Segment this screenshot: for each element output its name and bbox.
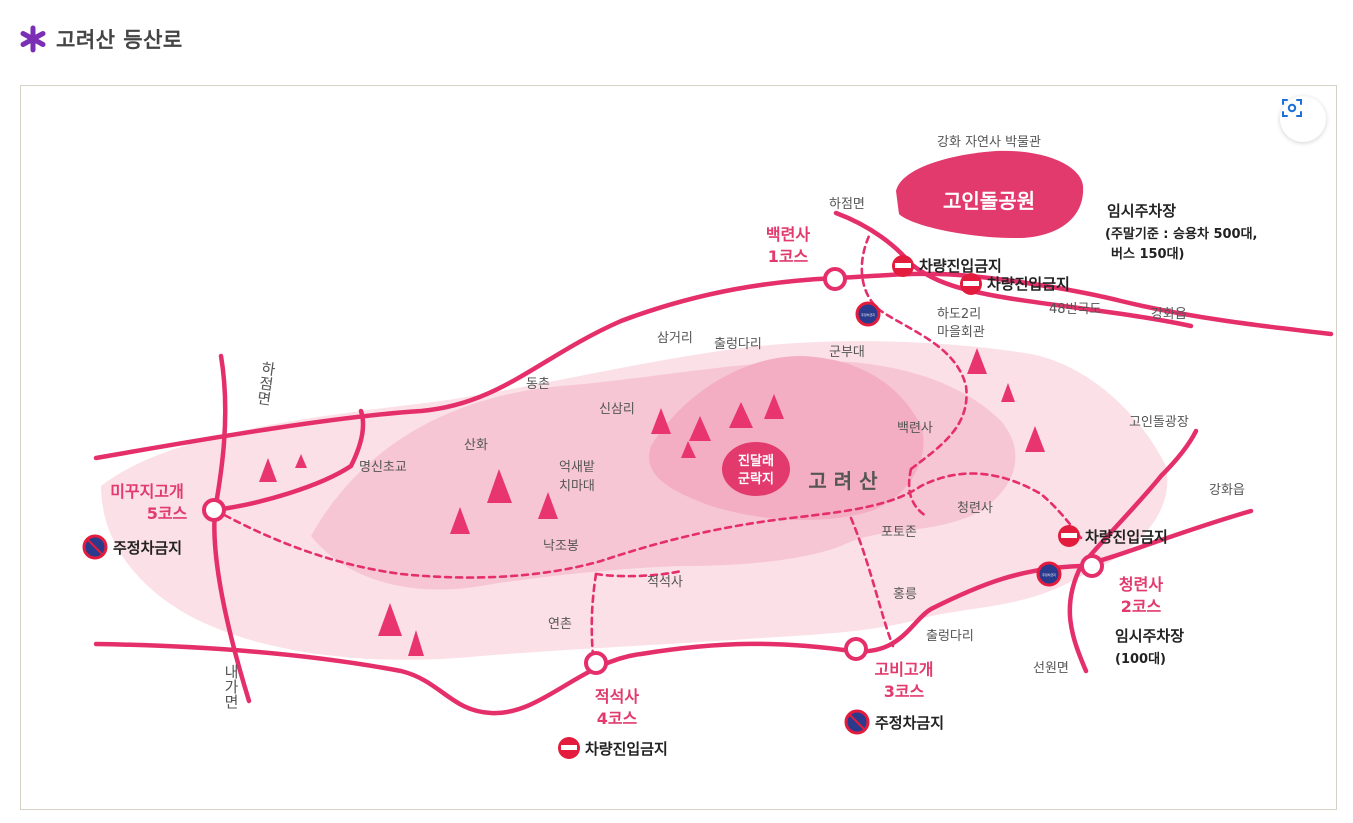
svg-text:임시주차장: 임시주차장 <box>1115 627 1184 645</box>
course-4-marker <box>584 651 608 675</box>
asterisk-star-icon <box>20 25 46 53</box>
svg-text:주정차금지: 주정차금지 <box>113 539 182 557</box>
map-canvas: 고인돌공원 강화 자연사 박물관 진달래 군락지 고 려 산 백련사 1코스 청… <box>82 135 1334 759</box>
route-48-label: 48번국도 <box>1049 302 1101 317</box>
no-entry-sign-4: 차량진입금지 <box>558 737 668 759</box>
svg-text:(100대): (100대) <box>1115 652 1166 667</box>
no-parking-sign-tiny-1: 주정차금지 <box>855 301 881 327</box>
zoom-lens-button[interactable] <box>1280 96 1326 142</box>
svg-text:차량진입금지: 차량진입금지 <box>1085 528 1168 546</box>
course-labels: 백련사 1코스 청련사 2코스 고비고개 3코스 적석사 4코스 미꾸지고개 5… <box>110 225 1163 728</box>
dolmen-park-shape <box>896 150 1084 239</box>
parking-info-east: 임시주차장 (100대) <box>1115 627 1184 667</box>
course-2-num: 2코스 <box>1121 597 1162 616</box>
svg-text:주정차금지: 주정차금지 <box>861 312 875 317</box>
mountain-area-core <box>649 356 924 521</box>
ganghwa-ne-label: 강화읍 <box>1151 307 1187 322</box>
zoom-lens-icon <box>1282 99 1302 117</box>
yeonchon-label: 연촌 <box>548 617 572 632</box>
course-5-marker <box>202 498 226 522</box>
baengnyeonsa-label: 백련사 <box>897 421 933 436</box>
svg-text:차량진입금지: 차량진입금지 <box>987 275 1070 293</box>
silver-grass-label-2: 치마대 <box>559 479 595 494</box>
no-entry-sign-1: 차량진입금지 <box>892 255 1002 277</box>
page-header: 고려산 등산로 <box>18 22 183 56</box>
course-4-name: 적석사 <box>595 687 639 706</box>
junction-label: 삼거리 <box>657 331 693 346</box>
place-labels: 하점면 48번국도 강화읍 하도2리 마을회관 군부대 출렁다리 삼거리 동촌 … <box>359 197 1245 676</box>
course-junctions <box>202 267 1104 675</box>
myeongsin-school-label: 명신초교 <box>359 460 407 475</box>
hiking-trails <box>213 234 1083 658</box>
course-5-name: 미꾸지고개 <box>110 482 184 501</box>
mountain-peaks <box>259 348 1045 656</box>
hado-label-2: 마을회관 <box>937 325 985 340</box>
course-1-name: 백련사 <box>766 225 810 244</box>
silver-grass-label-1: 억새밭 <box>559 460 595 475</box>
course-3-num: 3코스 <box>884 682 925 701</box>
jeokseoksa-label: 적석사 <box>647 575 683 590</box>
main-roads <box>93 210 1334 716</box>
no-entry-sign-3: 차량진입금지 <box>1058 525 1168 547</box>
svg-text:차량진입금지: 차량진입금지 <box>585 740 668 758</box>
nakjobong-label: 낙조봉 <box>543 539 579 554</box>
dolmen-square-label: 고인돌광장 <box>1129 415 1189 430</box>
svg-text:임시주차장: 임시주차장 <box>1107 202 1176 220</box>
museum-label: 강화 자연사 박물관 <box>937 135 1041 150</box>
course-1-marker <box>823 267 847 291</box>
course-3-marker <box>844 637 868 661</box>
military-base-label: 군부대 <box>829 345 865 360</box>
course-4-num: 4코스 <box>597 709 638 728</box>
photo-zone-label: 포토존 <box>881 525 917 540</box>
cheongnyeonsa-label: 청련사 <box>957 501 993 516</box>
dongchon-label: 동촌 <box>526 377 550 392</box>
svg-text:주정차금지: 주정차금지 <box>1042 572 1056 577</box>
azalea-label-2: 군락지 <box>738 472 774 487</box>
sanhwa-label: 산화 <box>464 438 488 453</box>
page-title: 고려산 등산로 <box>56 28 183 52</box>
no-entry-sign-2: 차량진입금지 <box>960 273 1070 295</box>
course-2-marker <box>1080 554 1104 578</box>
svg-text:(주말기준 : 승용차 500대,: (주말기준 : 승용차 500대, <box>1105 226 1257 242</box>
hajeom-west-label: 하점면 <box>254 360 278 407</box>
course-3-name: 고비고개 <box>875 660 934 679</box>
svg-text:차량진입금지: 차량진입금지 <box>919 257 1002 275</box>
course-2-name: 청련사 <box>1119 575 1163 594</box>
mountain-name: 고 려 산 <box>808 469 878 493</box>
hongneung-label: 홍릉 <box>893 587 917 602</box>
no-parking-sign-tiny-2: 주정차금지 <box>1036 561 1062 587</box>
hiking-trail-map: 고인돌공원 강화 자연사 박물관 진달래 군락지 고 려 산 백련사 1코스 청… <box>20 85 1337 810</box>
bridge-north-label: 출렁다리 <box>714 337 762 352</box>
park-name: 고인돌공원 <box>943 189 1035 213</box>
hajeom-north-label: 하점면 <box>829 197 865 212</box>
course-5-num: 5코스 <box>147 504 188 523</box>
no-parking-sign-2: 주정차금지 <box>844 709 944 735</box>
sinsamri-label: 신삼리 <box>599 402 635 417</box>
naega-label: 내가면 <box>222 664 240 709</box>
svg-text:버스 150대): 버스 150대) <box>1111 246 1184 262</box>
no-parking-sign-1: 주정차금지 <box>82 534 182 560</box>
hado-label-1: 하도2리 <box>937 307 981 322</box>
ganghwa-east-label: 강화읍 <box>1209 483 1245 498</box>
parking-info-north: 임시주차장 (주말기준 : 승용차 500대, 버스 150대) <box>1105 202 1257 262</box>
seonwon-label: 선원면 <box>1033 661 1069 676</box>
azalea-colony-badge <box>722 442 790 496</box>
azalea-label-1: 진달래 <box>738 453 774 469</box>
course-1-num: 1코스 <box>768 247 809 266</box>
bridge-south-label: 출렁다리 <box>926 629 974 644</box>
svg-text:주정차금지: 주정차금지 <box>875 714 944 732</box>
